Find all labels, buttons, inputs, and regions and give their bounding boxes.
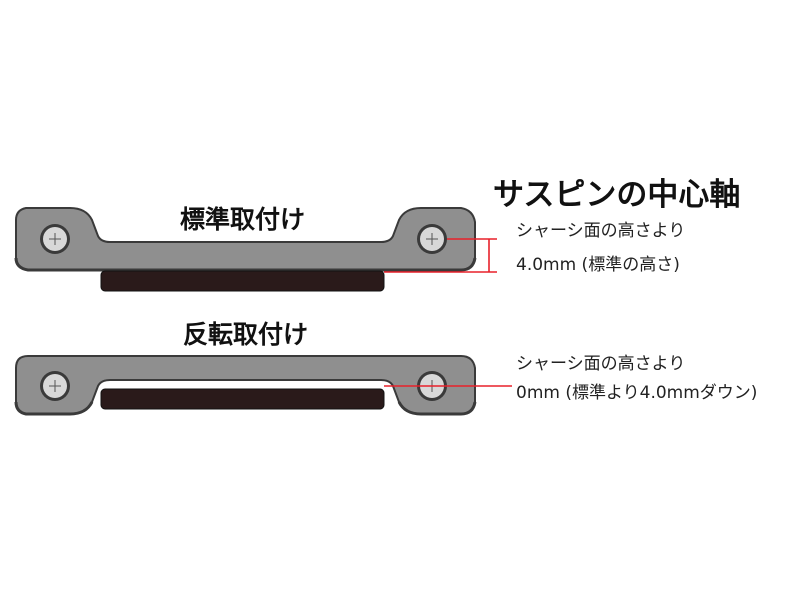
reverse-mount-label: 反転取付け (183, 320, 308, 349)
reverse-chassis-block (100, 388, 385, 410)
standard-note-line1: シャーシ面の高さより (516, 221, 685, 241)
standard-right-hole-cross-icon (426, 233, 438, 245)
standard-mount-plate-edge (14, 257, 477, 272)
reverse-note-line2: 0mm (標準より4.0mmダウン) (516, 383, 757, 403)
reverse-left-hole-cross-icon (49, 380, 61, 392)
standard-left-hole-cross-icon (49, 233, 61, 245)
reverse-mount-group: 反転取付け シャーシ面の高さより 0mm (標準より4.0mmダウン) (14, 320, 757, 416)
standard-note-line2: 4.0mm (標準の高さ) (516, 255, 680, 275)
reverse-mount-plate-edge (14, 401, 477, 416)
heading-center-axis: サスピンの中心軸 (493, 177, 740, 213)
reverse-note-line1: シャーシ面の高さより (516, 354, 685, 374)
standard-mount-label: 標準取付け (180, 205, 305, 234)
standard-chassis-block (100, 270, 385, 292)
standard-mount-group: 標準取付け シャーシ面の高さより 4.0mm (標準の高さ) (14, 205, 685, 292)
